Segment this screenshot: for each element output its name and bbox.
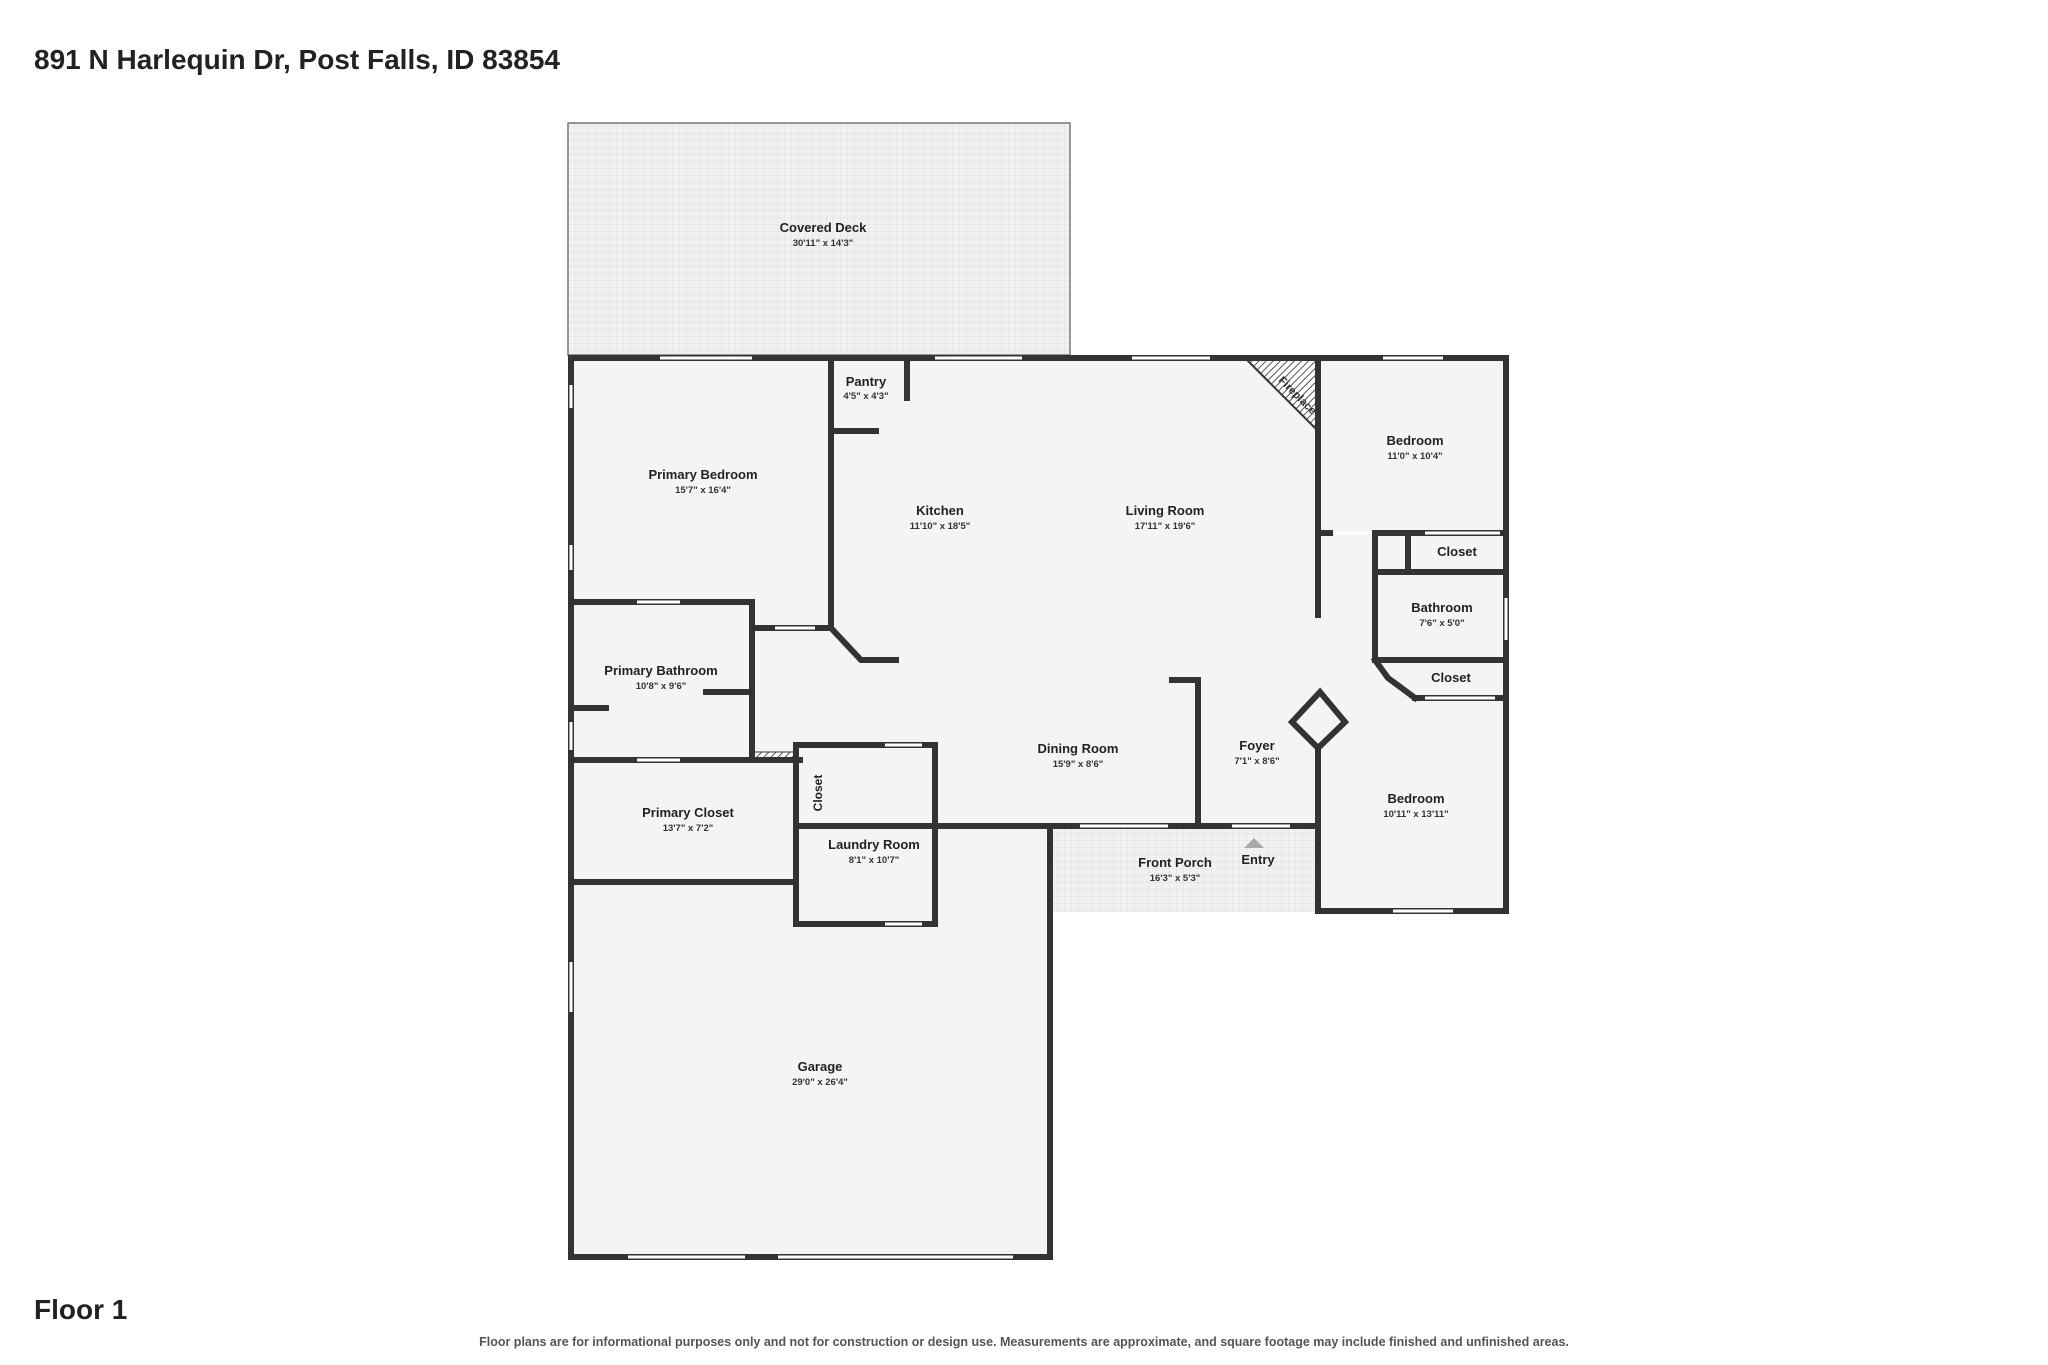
entry-marker-icon: [1244, 838, 1264, 848]
label-kitchen: Kitchen: [916, 503, 964, 518]
dims-primary-bathroom: 10'8" x 9'6": [636, 681, 687, 692]
label-front-porch: Front Porch: [1138, 855, 1212, 870]
dims-dining-room: 15'9" x 8'6": [1053, 759, 1104, 770]
dims-foyer: 7'1" x 8'6": [1234, 756, 1279, 767]
dims-front-porch: 16'3" x 5'3": [1150, 873, 1201, 884]
dims-primary-closet: 13'7" x 7'2": [663, 823, 714, 834]
interior-floor: [571, 358, 1506, 1257]
label-entry: Entry: [1241, 852, 1275, 867]
label-foyer: Foyer: [1239, 738, 1274, 753]
floor-label: Floor 1: [34, 1294, 128, 1325]
dims-primary-bedroom: 15'7" x 16'4": [675, 485, 731, 496]
dims-covered-deck: 30'11" x 14'3": [793, 238, 854, 249]
windows: [569, 356, 1508, 1259]
dims-kitchen: 11'10" x 18'5": [910, 521, 971, 532]
label-dining-room: Dining Room: [1038, 741, 1119, 756]
covered-deck-area: [567, 122, 1071, 356]
label-primary-bathroom: Primary Bathroom: [604, 663, 717, 678]
dims-bathroom: 7'6" x 5'0": [1419, 618, 1464, 629]
label-closet-1: Closet: [1437, 544, 1477, 559]
label-bedroom-2: Bedroom: [1387, 791, 1444, 806]
dims-bedroom-1: 11'0" x 10'4": [1387, 451, 1442, 462]
dims-laundry-room: 8'1" x 10'7": [849, 855, 900, 866]
page-title: 891 N Harlequin Dr, Post Falls, ID 83854: [34, 44, 560, 75]
dims-garage: 29'0" x 26'4": [792, 1077, 848, 1088]
room-labels: Covered Deck 30'11" x 14'3" Pantry 4'5" …: [604, 220, 1477, 1088]
label-living-room: Living Room: [1126, 503, 1205, 518]
label-bathroom: Bathroom: [1411, 600, 1472, 615]
label-laundry-room: Laundry Room: [828, 837, 920, 852]
label-pantry: Pantry: [846, 374, 887, 389]
disclaimer-text: Floor plans are for informational purpos…: [479, 1335, 1569, 1349]
front-porch-area: [1050, 826, 1318, 912]
label-bedroom-1: Bedroom: [1386, 433, 1443, 448]
dims-pantry: 4'5" x 4'3": [843, 391, 888, 402]
label-primary-closet: Primary Closet: [642, 805, 734, 820]
label-closet-2: Closet: [1431, 670, 1471, 685]
dims-living-room: 17'11" x 19'6": [1135, 521, 1196, 532]
label-garage: Garage: [798, 1059, 843, 1074]
label-covered-deck: Covered Deck: [780, 220, 867, 235]
label-primary-bedroom: Primary Bedroom: [648, 467, 757, 482]
dims-bedroom-2: 10'11" x 13'11": [1383, 809, 1448, 820]
label-closet-3: Closet: [811, 775, 825, 812]
